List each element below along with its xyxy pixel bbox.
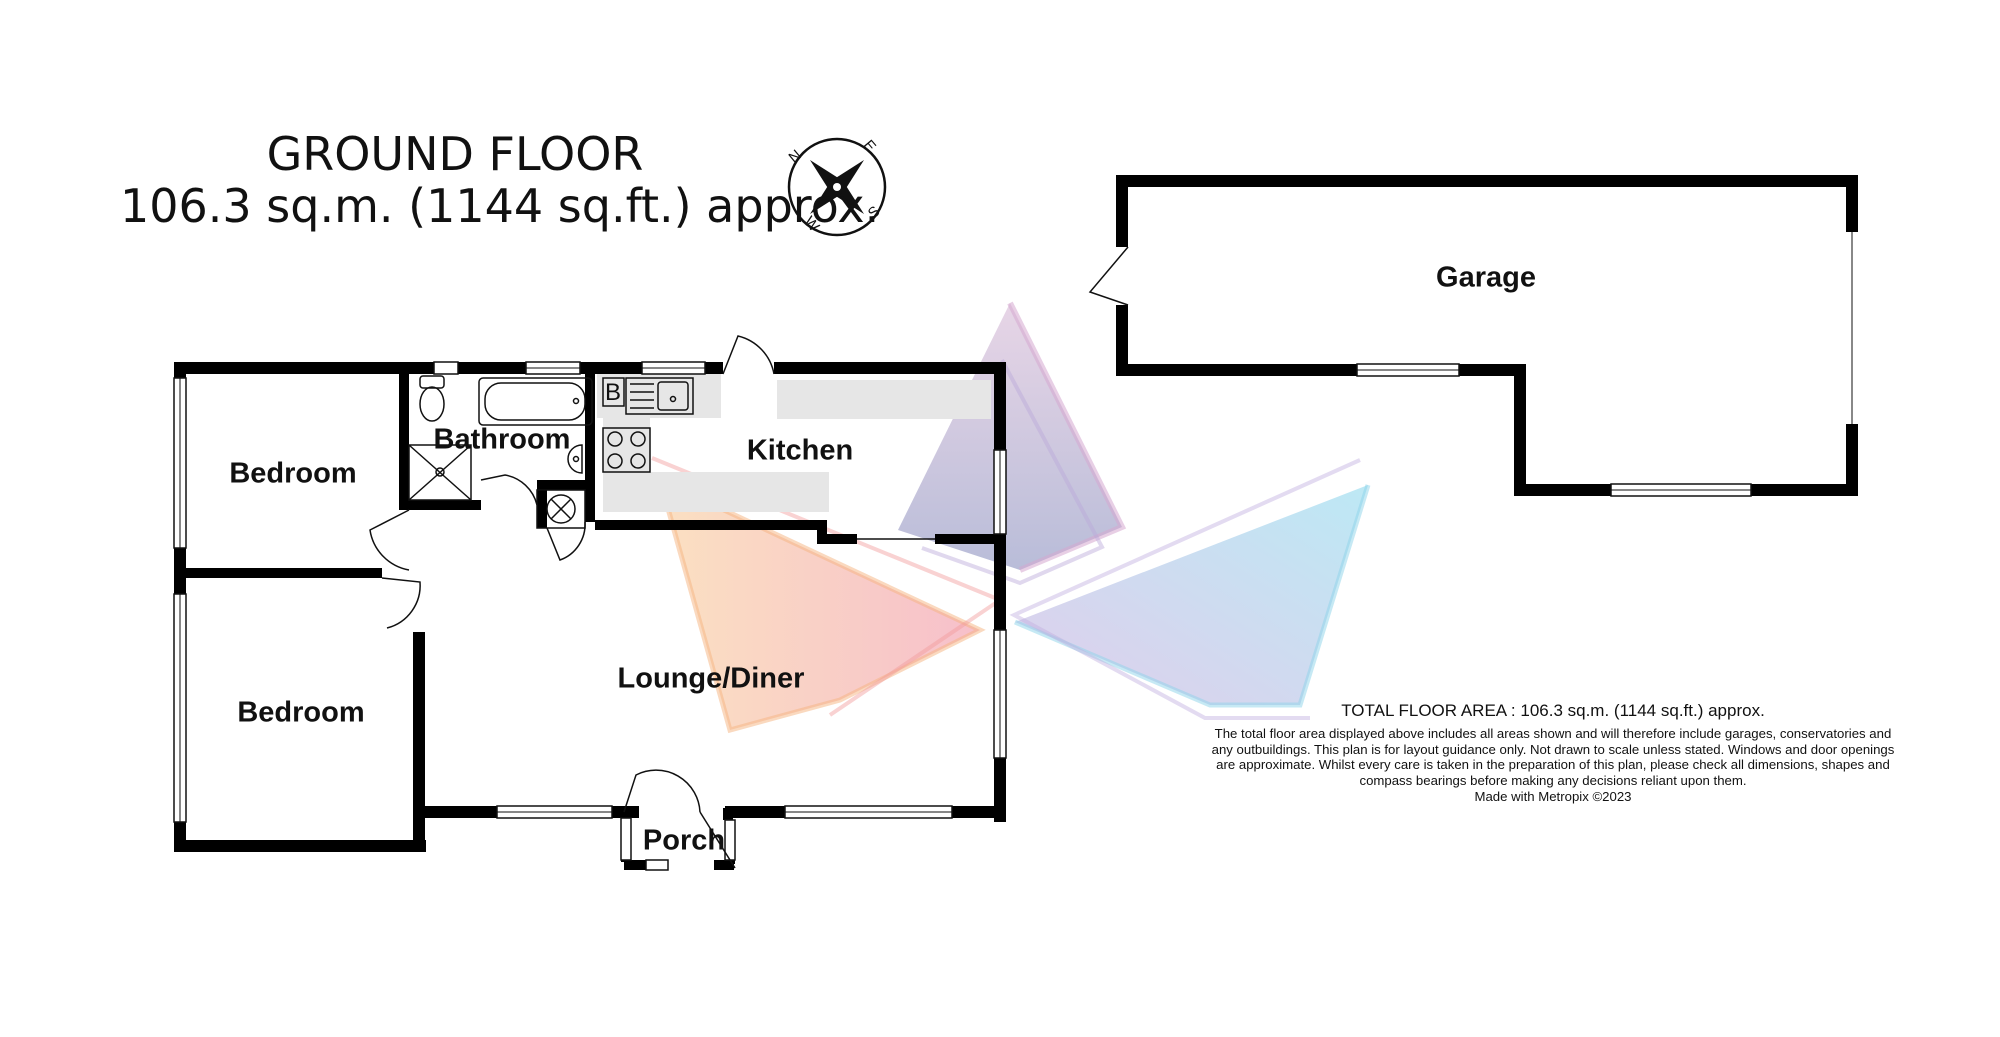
bathroom-fixtures bbox=[408, 375, 593, 529]
shower-tray-icon bbox=[408, 444, 472, 501]
garage-walls bbox=[1116, 175, 1858, 496]
airing-cupboard-icon bbox=[546, 494, 576, 524]
kitchen-worktops bbox=[597, 374, 991, 512]
disclaimer-block: TOTAL FLOOR AREA : 106.3 sq.m. (1144 sq.… bbox=[1208, 700, 1898, 806]
boiler-icon bbox=[602, 377, 625, 407]
floor-area: 106.3 sq.m. (1144 sq.ft.) approx. bbox=[120, 179, 880, 233]
toilet-bowl-icon bbox=[419, 386, 445, 422]
garage-label: Garage bbox=[1436, 261, 1536, 294]
porch-label: Porch bbox=[642, 824, 726, 857]
house-doors bbox=[369, 335, 935, 869]
basin-icon bbox=[567, 444, 583, 474]
hob-icon bbox=[602, 427, 651, 473]
bath-icon bbox=[478, 377, 593, 426]
garage-windows-doors bbox=[1356, 363, 1752, 497]
bathroom-label: Bathroom bbox=[433, 423, 571, 456]
watermark-logo bbox=[651, 301, 1371, 734]
boiler-label: B bbox=[605, 379, 621, 406]
window-glazing-lines bbox=[179, 367, 1001, 822]
bedroom-2-label: Bedroom bbox=[237, 696, 365, 729]
kitchen-label: Kitchen bbox=[746, 434, 854, 467]
bedroom-1-label: Bedroom bbox=[229, 457, 357, 490]
lounge-diner-label: Lounge/Diner bbox=[617, 662, 805, 695]
floor-title-block: GROUND FLOOR 106.3 sq.m. (1144 sq.ft.) a… bbox=[120, 127, 880, 233]
toilet-cistern-icon bbox=[419, 375, 445, 389]
floor-title: GROUND FLOOR bbox=[266, 127, 644, 181]
compass-east-label: E bbox=[860, 137, 879, 156]
compass-rose-icon: N E S W bbox=[785, 137, 887, 237]
credit-text: Made with Metropix ©2023 bbox=[1474, 789, 1632, 804]
kitchen-fixtures bbox=[602, 377, 694, 473]
total-floor-area: TOTAL FLOOR AREA : 106.3 sq.m. (1144 sq.… bbox=[1341, 701, 1765, 720]
garage-openings bbox=[1088, 232, 1853, 491]
kitchen-sink-icon bbox=[625, 377, 694, 415]
disclaimer-text: The total floor area displayed above inc… bbox=[1211, 726, 1895, 788]
